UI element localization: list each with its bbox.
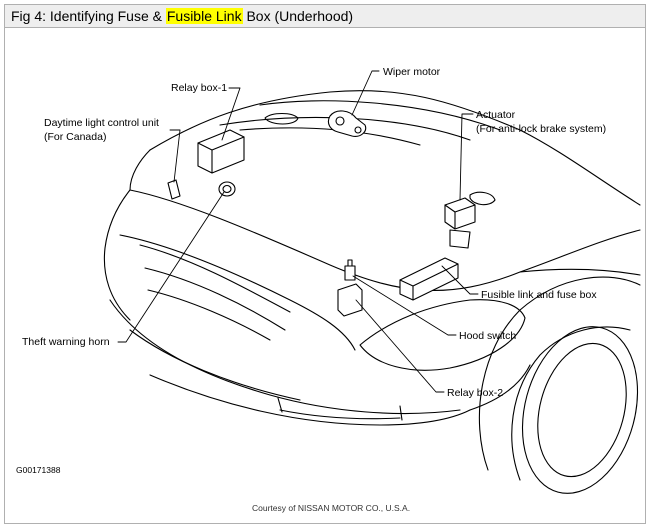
daytime-light-unit-shape [167, 179, 181, 200]
caption-highlight: Fusible Link [165, 8, 243, 24]
figure-code: G00171388 [16, 465, 61, 475]
leader-lines [117, 70, 479, 393]
label-wiper-motor: Wiper motor [383, 66, 441, 78]
figure-caption: Fig 4: Identifying Fuse & Fusible Link B… [5, 5, 645, 28]
label-hood-switch: Hood switch [459, 330, 516, 342]
caption-suffix: Box (Underhood) [242, 8, 354, 24]
label-daytime-light-unit: Daytime light control unit [44, 117, 159, 129]
relay-box-2-shape [337, 283, 363, 317]
actuator-shape [444, 197, 476, 230]
label-daytime-light-canada: (For Canada) [44, 131, 106, 143]
label-theft-horn: Theft warning horn [22, 336, 110, 348]
fusible-link-box-shape [399, 257, 459, 301]
theft-warning-horn-shape [218, 181, 236, 197]
wiper-motor-shape [327, 110, 367, 137]
label-fusible-link: Fusible link and fuse box [481, 289, 597, 301]
courtesy-line: Courtesy of NISSAN MOTOR CO., U.S.A. [252, 503, 410, 513]
caption-prefix: Fig 4: Identifying Fuse & [11, 8, 166, 24]
figure-frame: Fig 4: Identifying Fuse & Fusible Link B… [4, 4, 646, 524]
label-relay-box-1: Relay box-1 [171, 82, 227, 94]
relay-box-1-shape [197, 129, 245, 174]
label-relay-box-2: Relay box-2 [447, 387, 503, 399]
label-actuator: Actuator [476, 109, 516, 121]
hood-switch-shape [344, 259, 356, 281]
label-actuator-abs: (For anti-lock brake system) [476, 123, 606, 135]
